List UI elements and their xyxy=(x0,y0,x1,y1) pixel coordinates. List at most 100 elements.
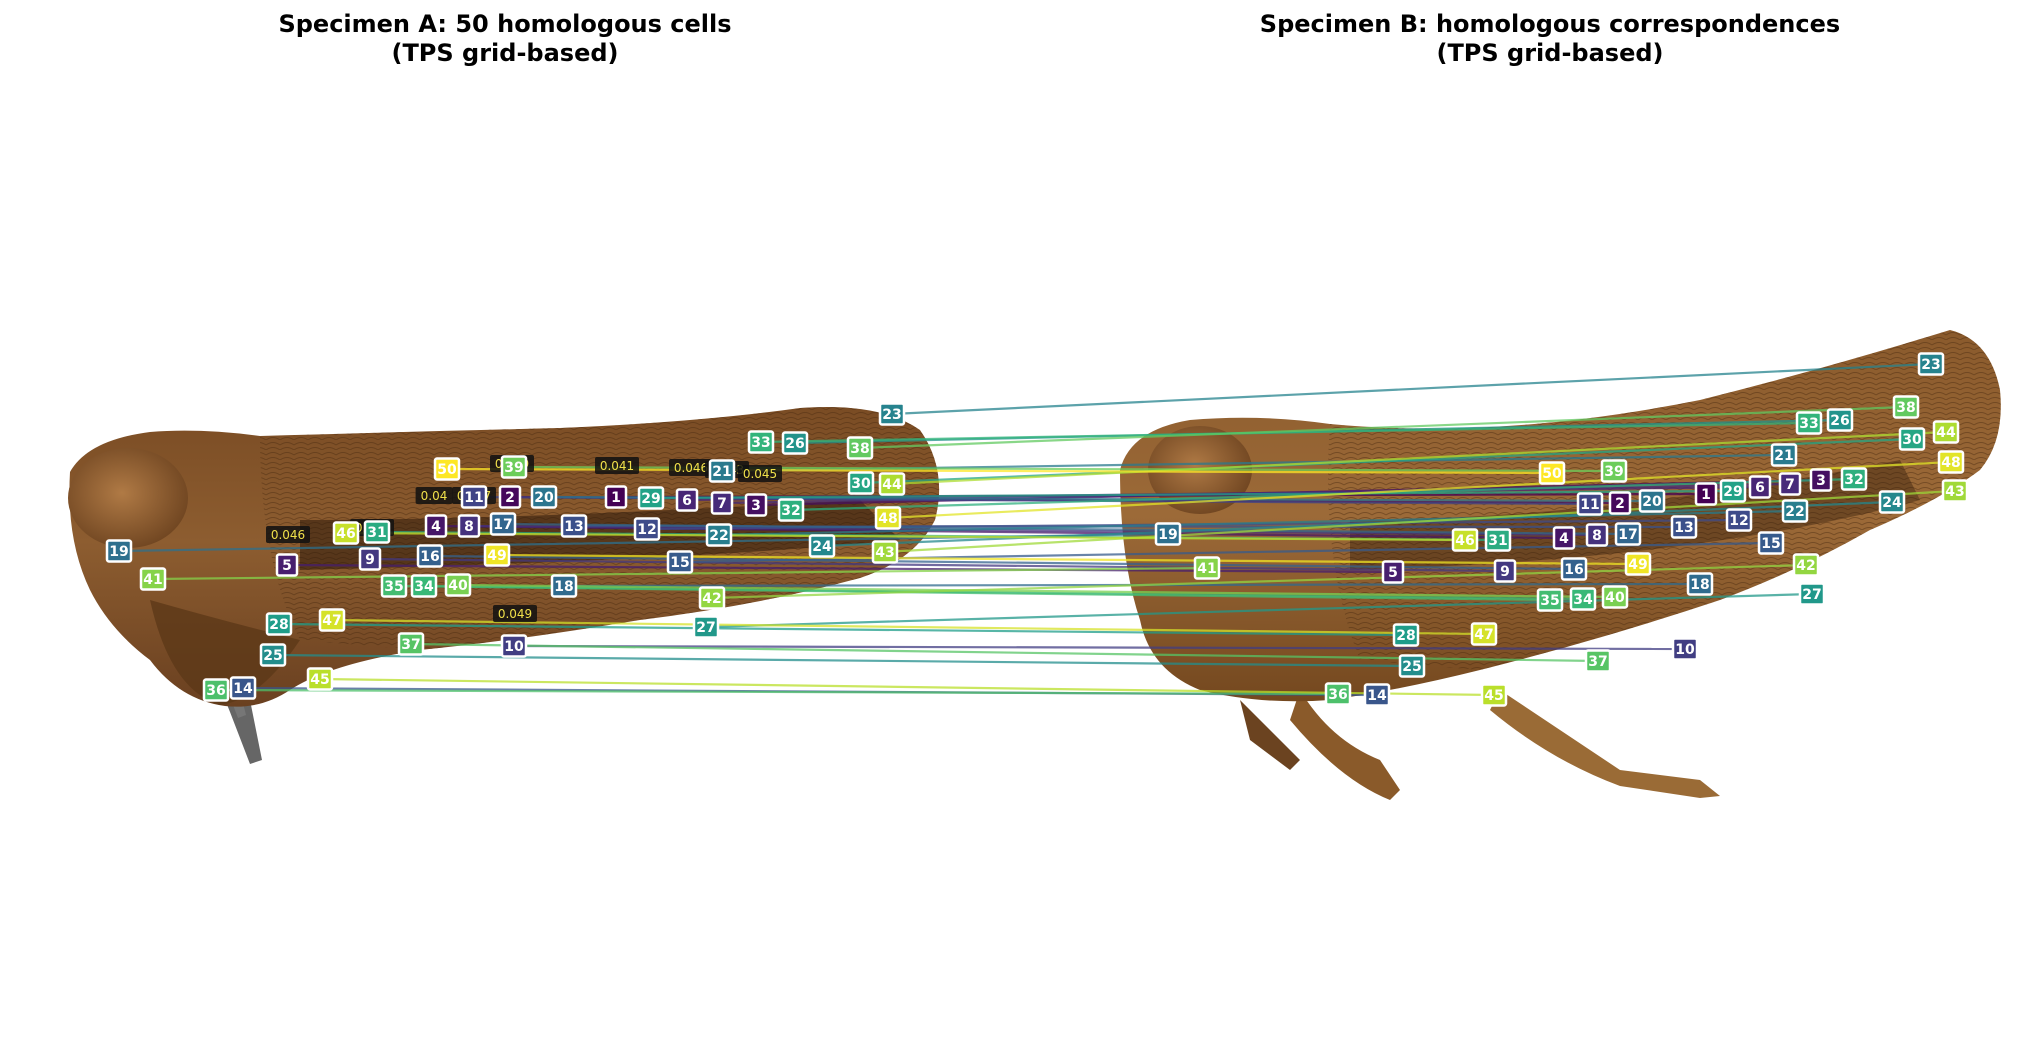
landmark-number: 6 xyxy=(682,493,692,509)
landmark-a-39: 39 xyxy=(500,455,528,479)
landmark-number: 3 xyxy=(1816,473,1826,489)
landmark-b-23: 23 xyxy=(1917,352,1945,376)
landmark-number: 8 xyxy=(464,519,474,535)
landmark-marker xyxy=(705,523,733,547)
landmark-a-42: 42 xyxy=(698,586,726,610)
landmark-b-16: 16 xyxy=(1560,557,1588,581)
similarity-score-5: 0.041 xyxy=(595,457,639,474)
landmark-marker xyxy=(744,493,768,517)
landmark-a-30: 30 xyxy=(847,471,875,495)
landmark-b-46: 46 xyxy=(1451,528,1479,552)
similarity-score-8: 0.045 xyxy=(738,465,782,482)
landmark-marker xyxy=(1937,450,1965,474)
landmark-marker xyxy=(808,534,836,558)
landmark-number: 3 xyxy=(751,498,761,514)
landmark-a-33: 33 xyxy=(747,430,775,454)
landmark-marker xyxy=(1757,531,1785,555)
landmark-number: 4 xyxy=(1559,531,1569,547)
landmark-number: 1 xyxy=(1701,487,1711,503)
landmark-number: 41 xyxy=(1197,561,1216,577)
landmark-b-19: 19 xyxy=(1154,522,1182,546)
landmark-number: 36 xyxy=(1328,687,1347,703)
landmark-a-43: 43 xyxy=(871,540,899,564)
correspondence-line-28 xyxy=(278,622,1407,637)
landmark-number: 32 xyxy=(781,503,800,519)
landmark-b-4: 4 xyxy=(1552,526,1576,550)
landmark-b-50: 50 xyxy=(1538,461,1566,485)
landmark-a-46: 46 xyxy=(332,521,360,545)
landmark-a-34: 34 xyxy=(410,574,438,598)
correspondence-line-9 xyxy=(369,557,1506,573)
landmark-marker xyxy=(358,547,382,571)
score-background xyxy=(266,526,310,543)
landmark-marker xyxy=(530,485,558,509)
landmark-marker xyxy=(1694,482,1718,506)
landmark-marker xyxy=(847,471,875,495)
landmark-marker xyxy=(1493,559,1517,583)
landmark-number: 21 xyxy=(712,464,731,480)
landmark-marker xyxy=(633,517,661,541)
landmark-b-45: 45 xyxy=(1480,683,1508,707)
landmark-marker xyxy=(1484,528,1512,552)
score-text: 0.045 xyxy=(743,467,777,481)
landmark-a-14: 14 xyxy=(229,676,257,700)
specimen-a-eye xyxy=(68,448,188,548)
landmark-number: 42 xyxy=(702,591,721,607)
landmark-marker xyxy=(1778,472,1802,496)
landmark-number: 26 xyxy=(785,436,804,452)
landmark-number: 46 xyxy=(1455,533,1474,549)
landmark-b-26: 26 xyxy=(1826,408,1854,432)
landmark-number: 16 xyxy=(1564,562,1583,578)
landmark-marker xyxy=(1781,499,1809,523)
landmark-b-12: 12 xyxy=(1725,508,1753,532)
landmark-b-38: 38 xyxy=(1892,395,1920,419)
landmark-marker xyxy=(229,676,257,700)
landmark-marker xyxy=(1941,479,1969,503)
landmark-marker xyxy=(1748,475,1772,499)
correspondence-line-40 xyxy=(457,583,1616,599)
landmark-a-49: 49 xyxy=(483,543,511,567)
landmark-number: 20 xyxy=(534,490,554,506)
score-background xyxy=(738,465,782,482)
landmark-marker xyxy=(747,430,775,454)
landmark-a-28: 28 xyxy=(265,612,293,636)
landmark-number: 39 xyxy=(504,460,523,476)
landmark-a-11: 11 xyxy=(460,485,488,509)
landmark-marker xyxy=(604,485,628,509)
correspondence-line-42 xyxy=(711,563,1807,600)
landmark-marker xyxy=(1878,490,1906,514)
correspondence-line-10 xyxy=(513,644,1686,651)
similarity-score-6: 0.046 xyxy=(669,459,713,476)
landmark-marker xyxy=(1381,560,1405,584)
landmark-marker xyxy=(1324,682,1352,706)
score-text: 0.04 xyxy=(421,489,448,503)
landmark-number: 11 xyxy=(464,490,483,506)
landmark-number: 37 xyxy=(1588,654,1607,670)
landmark-number: 23 xyxy=(882,407,901,423)
landmark-marker xyxy=(1538,461,1566,485)
landmark-number: 18 xyxy=(554,579,573,595)
landmark-marker xyxy=(550,574,578,598)
landmark-b-49: 49 xyxy=(1624,552,1652,576)
landmark-number: 44 xyxy=(882,477,902,493)
landmark-marker xyxy=(1480,683,1508,707)
landmark-a-4: 4 xyxy=(424,514,448,538)
landmark-marker xyxy=(1917,352,1945,376)
landmark-number: 11 xyxy=(1580,497,1599,513)
landmark-marker xyxy=(380,574,408,598)
landmark-number: 32 xyxy=(1844,472,1863,488)
landmark-marker xyxy=(265,612,293,636)
landmark-number: 17 xyxy=(1618,527,1637,543)
landmark-marker xyxy=(1451,528,1479,552)
landmark-number: 19 xyxy=(1158,527,1177,543)
landmark-marker xyxy=(1826,408,1854,432)
landmark-a-2: 2 xyxy=(498,485,522,509)
landmark-marker xyxy=(105,539,133,563)
landmark-b-41: 41 xyxy=(1193,556,1221,580)
landmark-a-45: 45 xyxy=(306,667,334,691)
landmark-number: 40 xyxy=(1605,590,1625,606)
correspondence-line-29 xyxy=(650,489,1734,500)
similarity-score-2: 0.04 xyxy=(415,487,453,504)
landmark-marker xyxy=(397,632,425,656)
landmark-b-8: 8 xyxy=(1585,523,1609,547)
